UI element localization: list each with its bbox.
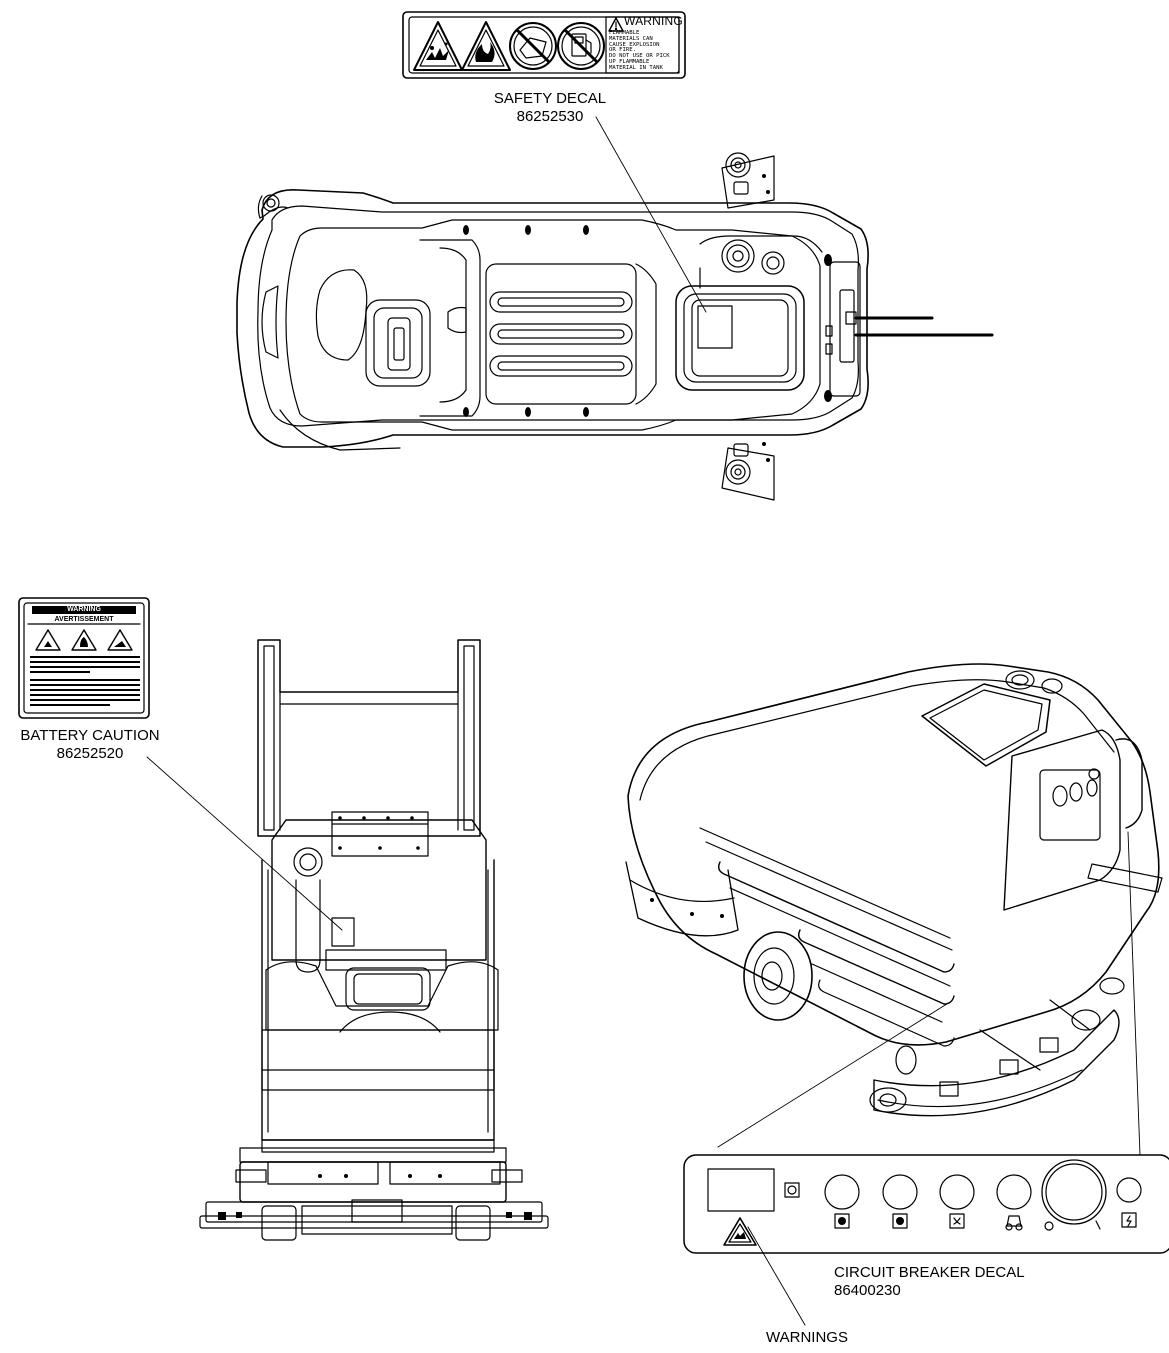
battery-caution-callout: BATTERY CAUTION 86252520 <box>0 727 180 763</box>
warnings-title: WARNINGS <box>766 1329 848 1346</box>
circuit-breaker-decal <box>683 1154 1169 1254</box>
circuit-breaker-icon <box>784 1182 800 1198</box>
leader-lines <box>146 116 1141 1326</box>
safety-decal <box>402 11 686 79</box>
battery-caution-part: 86252520 <box>56 745 124 762</box>
safety-line-2: MATERIALS CAN <box>609 35 653 42</box>
battery-caution-title: BATTERY CAUTION <box>20 727 160 744</box>
circuit-breaker-callout: CIRCUIT BREAKER DECAL 86400230 <box>834 1264 1025 1300</box>
power-icon <box>1121 1212 1137 1228</box>
battery-caution-location <box>331 917 355 947</box>
battery-decal-heading-en: WARNING <box>67 606 101 613</box>
circuit-breaker-title: CIRCUIT BREAKER DECAL <box>834 1264 1025 1281</box>
brush-icon <box>834 1213 850 1229</box>
safety-decal-text: WARNING <box>624 14 683 28</box>
safety-decal-callout: SAFETY DECAL 86252530 <box>470 90 630 126</box>
top-view-machine <box>236 152 994 501</box>
safety-decal-location <box>697 305 733 349</box>
safety-line-1: FLAMMABLE <box>609 30 640 36</box>
safety-line-3: CAUSE EXPLOSION <box>609 41 660 48</box>
safety-line-5: DO NOT USE OR PICK <box>609 53 670 60</box>
safety-decal-lines: FLAMMABLE MATERIALS CAN CAUSE EXPLOSION … <box>609 30 679 72</box>
drive-icon <box>1005 1215 1023 1231</box>
perspective-machine <box>625 663 1163 1117</box>
vacuum-icon <box>949 1213 965 1229</box>
warnings-triangle-icon <box>723 1217 757 1246</box>
safety-decal-part: 86252530 <box>516 108 584 125</box>
front-view-machine <box>199 639 549 1241</box>
safety-line-6: UP FLAMMABLE <box>609 58 650 65</box>
safety-line-7: MATERIAL IN TANK <box>609 64 663 71</box>
bottom-bracket <box>721 442 775 501</box>
safety-line-4: OR FIRE. <box>609 47 636 54</box>
no-fuel-icon <box>557 22 605 70</box>
safety-decal-heading: WARNING <box>624 14 683 28</box>
warnings-callout: WARNINGS <box>766 1329 848 1347</box>
explosion-icon <box>413 21 463 71</box>
warning-triangle-icon <box>608 17 624 32</box>
top-bracket <box>721 152 775 209</box>
no-flammable-icon <box>509 22 557 70</box>
safety-decal-title: SAFETY DECAL <box>493 90 607 107</box>
circuit-breaker-part: 86400230 <box>834 1282 901 1299</box>
battery-caution-decal <box>18 597 150 719</box>
battery-decal-heading-fr: AVERTISSEMENT <box>54 616 114 623</box>
scrub-icon <box>892 1213 908 1229</box>
fire-icon <box>461 21 511 71</box>
